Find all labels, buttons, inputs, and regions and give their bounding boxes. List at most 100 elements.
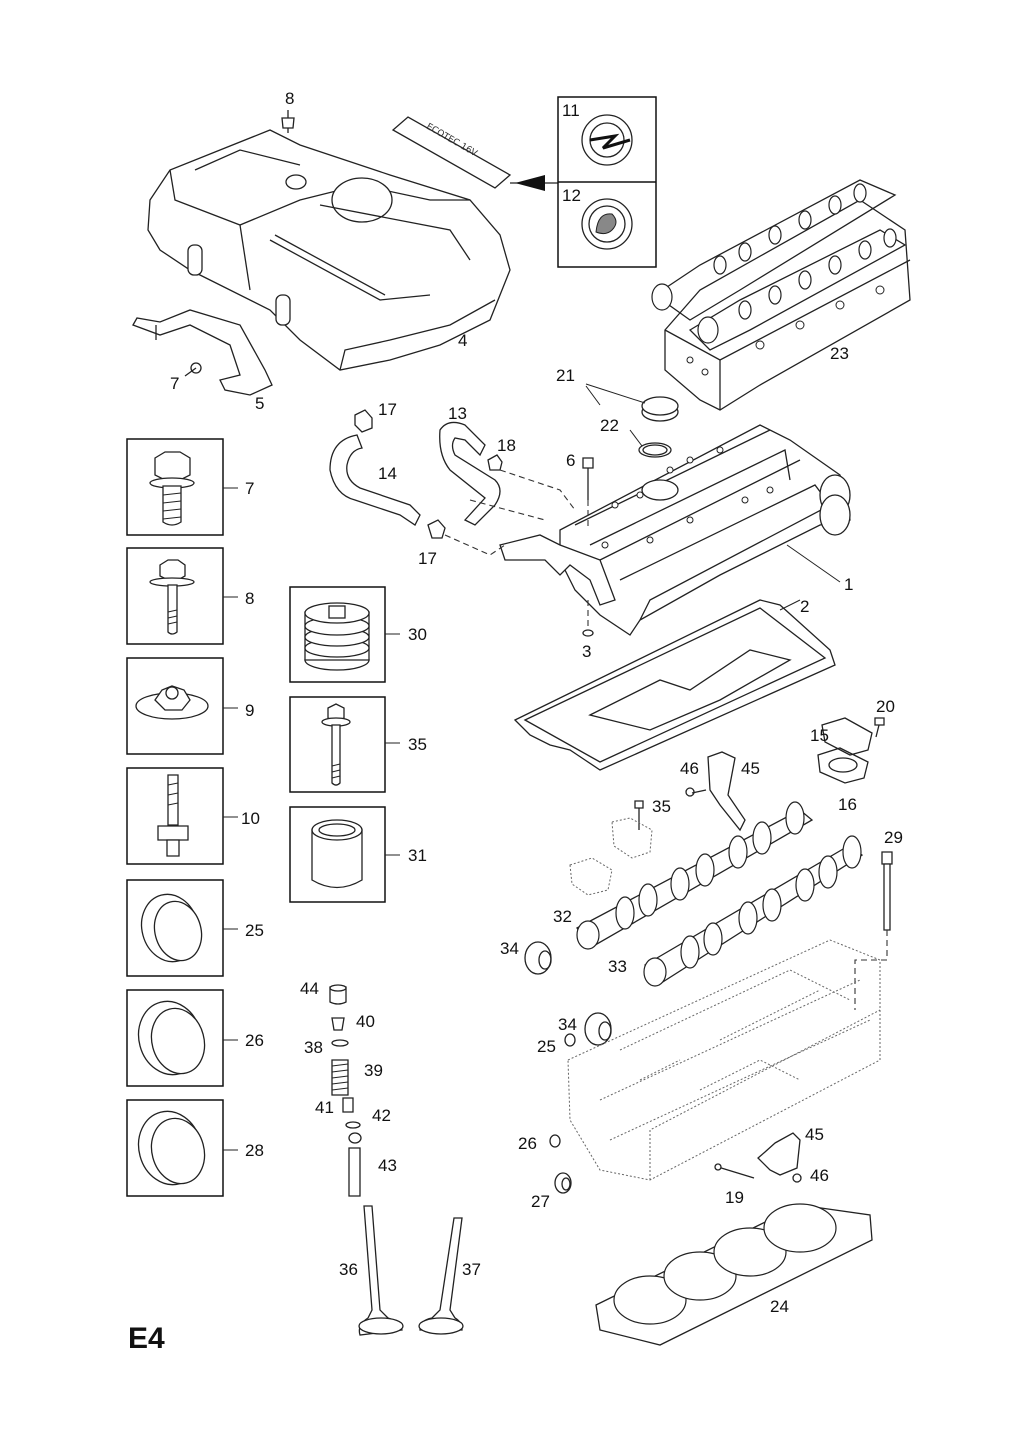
label-part-8-top: 8: [285, 89, 295, 108]
cylinder-head-ghost: [567, 939, 881, 1181]
bracket-part-45-upper: [707, 751, 746, 832]
page-code: E4: [128, 1322, 165, 1355]
label-part-24: 24: [770, 1297, 789, 1316]
label-part-46-lower: 46: [810, 1166, 829, 1185]
head-gasket-part-24: [595, 1203, 873, 1346]
label-part-9: 9: [245, 701, 255, 720]
label-part-35-small: 35: [652, 797, 671, 816]
label-part-45-upper: 45: [741, 759, 760, 778]
label-part-28-box: 28: [245, 1141, 264, 1160]
label-part-4: 4: [458, 331, 468, 350]
camshaft-part-33: [643, 835, 864, 987]
label-part-10: 10: [241, 809, 260, 828]
label-part-12: 12: [562, 186, 581, 205]
label-part-25-small: 25: [537, 1037, 556, 1056]
cover-gasket-part-16: [817, 747, 869, 784]
label-part-30: 30: [408, 625, 427, 644]
label-part-34-lower: 34: [558, 1015, 577, 1034]
label-part-38: 38: [304, 1038, 323, 1057]
cam-seal-part-34-upper: [524, 941, 552, 975]
exhaust-valve-part-37: [418, 1217, 464, 1335]
plug-part-26-small: [549, 1134, 561, 1148]
box-part-35: [289, 696, 386, 793]
label-part-45-lower: 45: [805, 1125, 824, 1144]
badge-plate: ECOTEC 16V: [391, 116, 558, 191]
cover-plate-part-15: [821, 717, 873, 756]
label-part-34-upper: 34: [500, 939, 519, 958]
label-part-26-box: 26: [245, 1031, 264, 1050]
box-part-10: [126, 767, 224, 865]
box-part-30: [289, 586, 386, 683]
box-part-26: [126, 989, 224, 1087]
label-part-36: 36: [339, 1260, 358, 1279]
bolt-part-7-small: [184, 362, 202, 377]
label-part-44: 44: [300, 979, 319, 998]
box-part-7: [126, 438, 224, 536]
label-part-42: 42: [372, 1106, 391, 1125]
bolt-part-35-small: [634, 800, 644, 830]
label-part-17-bottom: 17: [418, 549, 437, 568]
label-part-15: 15: [810, 726, 829, 745]
label-part-19: 19: [725, 1188, 744, 1207]
bolt-part-19: [714, 1163, 755, 1179]
opel-logo-icon: [581, 114, 633, 166]
label-part-3: 3: [582, 642, 592, 661]
bearing-caps: [569, 817, 653, 896]
label-part-46-upper: 46: [680, 759, 699, 778]
bracket-part-45-lower: [757, 1132, 801, 1176]
label-part-26-small: 26: [518, 1134, 537, 1153]
hose-clip-part-18: [487, 454, 503, 471]
box-part-9: [126, 657, 224, 755]
breather-hose-part-14: [329, 434, 421, 526]
label-part-43: 43: [378, 1156, 397, 1175]
cylinder-head-part-23: [651, 179, 911, 411]
bolt-part-46-lower: [792, 1173, 802, 1183]
hose-clip-part-17-top: [354, 409, 373, 433]
bolt-part-46-upper: [685, 787, 707, 797]
label-part-5: 5: [255, 394, 265, 413]
label-part-22: 22: [600, 416, 619, 435]
valve-train-stack: [329, 984, 362, 1197]
label-part-14: 14: [378, 464, 397, 483]
camshaft-part-32: [576, 801, 814, 950]
label-part-33: 33: [608, 957, 627, 976]
label-part-41: 41: [315, 1098, 334, 1117]
label-part-16: 16: [838, 795, 857, 814]
bolt-part-6: [582, 457, 594, 530]
label-part-17-top: 17: [378, 400, 397, 419]
label-part-7-small: 7: [170, 374, 180, 393]
label-part-2: 2: [800, 597, 810, 616]
cam-cover-gasket-part-2: [513, 599, 836, 771]
plug-part-27-small: [554, 1172, 572, 1194]
label-part-23: 23: [830, 344, 849, 363]
label-part-21: 21: [556, 366, 575, 385]
label-part-31: 31: [408, 846, 427, 865]
engine-cover-part-4: [147, 129, 511, 371]
head-bolt-part-29: [854, 851, 893, 1010]
label-part-1: 1: [844, 575, 854, 594]
cam-cover-part-1: [499, 424, 851, 636]
box-part-25: [126, 879, 224, 977]
label-part-27: 27: [531, 1192, 550, 1211]
label-part-20: 20: [876, 697, 895, 716]
breather-hose-part-13: [439, 421, 501, 526]
label-part-39: 39: [364, 1061, 383, 1080]
label-part-11: 11: [562, 101, 580, 120]
label-part-7-box: 7: [245, 479, 255, 498]
washer-part-3: [582, 600, 594, 637]
cam-seal-part-34-lower: [584, 1012, 612, 1046]
label-part-13: 13: [448, 404, 467, 423]
oil-cap-part-21: [585, 383, 679, 422]
label-part-35-box: 35: [408, 735, 427, 754]
label-part-40: 40: [356, 1012, 375, 1031]
oil-cap-seal-part-22: [629, 429, 672, 458]
vauxhall-griffin-icon: [581, 198, 633, 250]
label-part-18: 18: [497, 436, 516, 455]
label-part-8-box: 8: [245, 589, 255, 608]
box-part-8: [126, 547, 224, 645]
intake-valve-part-36: [358, 1205, 404, 1336]
bolt-part-20: [874, 717, 885, 738]
label-part-37: 37: [462, 1260, 481, 1279]
box-part-31: [289, 806, 386, 903]
